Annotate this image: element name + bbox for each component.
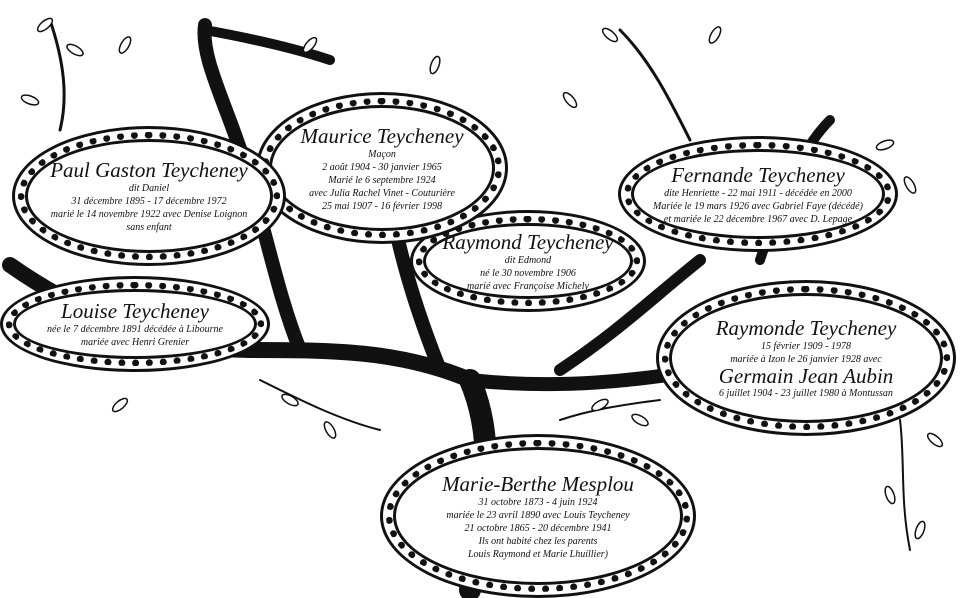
person-detail: 21 octobre 1865 - 20 décembre 1941 <box>464 522 612 534</box>
spouse-name: Germain Jean Aubin <box>718 364 894 388</box>
person-detail: mariée avec Henri Grenier <box>80 337 190 348</box>
person-detail: Louis Raymond et Marie Lhuillier) <box>468 548 608 560</box>
person-louise-teycheney: Louise Teycheney née le 7 décembre 1891 … <box>6 282 264 366</box>
person-name: Fernande Teycheney <box>671 162 845 187</box>
person-paul-gaston-teycheney: Paul Gaston Teycheney dit Daniel 31 déce… <box>18 132 280 260</box>
person-name: Raymonde Teycheney <box>715 316 897 340</box>
person-detail: né le 30 novembre 1906 <box>480 267 576 279</box>
person-name: Raymond Teycheney <box>442 229 614 254</box>
person-detail: Mariée le 19 mars 1926 avec Gabriel Faye… <box>653 200 863 212</box>
person-detail: 31 décembre 1895 - 17 décembre 1972 <box>71 196 227 207</box>
person-detail: Marié le 6 septembre 1924 <box>328 174 436 186</box>
person-name: Marie-Berthe Mesplou <box>442 471 634 496</box>
person-name: Maurice Teycheney <box>300 123 464 148</box>
twig-bottom-left <box>259 379 381 431</box>
person-raymonde-teycheney: Raymonde Teycheney 15 février 1909 - 197… <box>662 286 950 430</box>
person-detail: dit Edmond <box>504 254 552 266</box>
person-detail: dite Henriette - 22 mai 1911 - décédée e… <box>664 187 852 199</box>
person-detail: mariée le 23 avril 1890 avec Louis Teych… <box>446 509 630 521</box>
person-marie-berthe-mesplou: Marie-Berthe Mesplou 31 octobre 1873 - 4… <box>386 440 690 592</box>
person-detail: sans enfant <box>126 222 172 233</box>
branch-upper-right <box>554 254 706 376</box>
branch-top <box>200 25 335 65</box>
person-name: Paul Gaston Teycheney <box>50 158 248 182</box>
person-detail: marié le 14 novembre 1922 avec Denise Lo… <box>50 209 248 220</box>
person-detail: née le 7 décembre 1891 décédée à Libourn… <box>47 324 223 335</box>
person-detail: Ils ont habité chez les parents <box>478 535 598 547</box>
twig-far-right <box>899 419 911 551</box>
person-detail: 2 août 1904 - 30 janvier 1965 <box>322 161 442 173</box>
person-detail: 25 mai 1907 - 16 février 1998 <box>322 200 442 212</box>
person-raymond-teycheney: Raymond Teycheney dit Edmond né le 30 no… <box>416 216 640 306</box>
person-detail: marié avec Françoise Michely <box>467 280 589 292</box>
person-maurice-teycheney: Maurice Teycheney Maçon 2 août 1904 - 30… <box>262 98 502 238</box>
person-fernande-teycheney: Fernande Teycheney dite Henriette - 22 m… <box>624 142 892 246</box>
person-detail: avec Julia Rachel Vinet - Couturière <box>309 187 455 199</box>
person-detail: et mariée le 22 décembre 1967 avec D. Le… <box>663 213 853 225</box>
person-detail: mariée à Izon le 26 janvier 1928 avec <box>730 354 882 365</box>
person-detail: dit Daniel <box>128 183 170 194</box>
twig-right <box>618 28 692 142</box>
person-detail: 15 février 1909 - 1978 <box>761 341 851 352</box>
twig-bottom-right <box>559 399 661 421</box>
spouse-detail: 6 juillet 1904 - 23 juillet 1980 à Montu… <box>719 388 893 399</box>
person-detail: Maçon <box>368 148 396 160</box>
twig-left <box>48 18 66 132</box>
person-name: Louise Teycheney <box>61 299 209 323</box>
person-detail: 31 octobre 1873 - 4 juin 1924 <box>478 496 598 508</box>
